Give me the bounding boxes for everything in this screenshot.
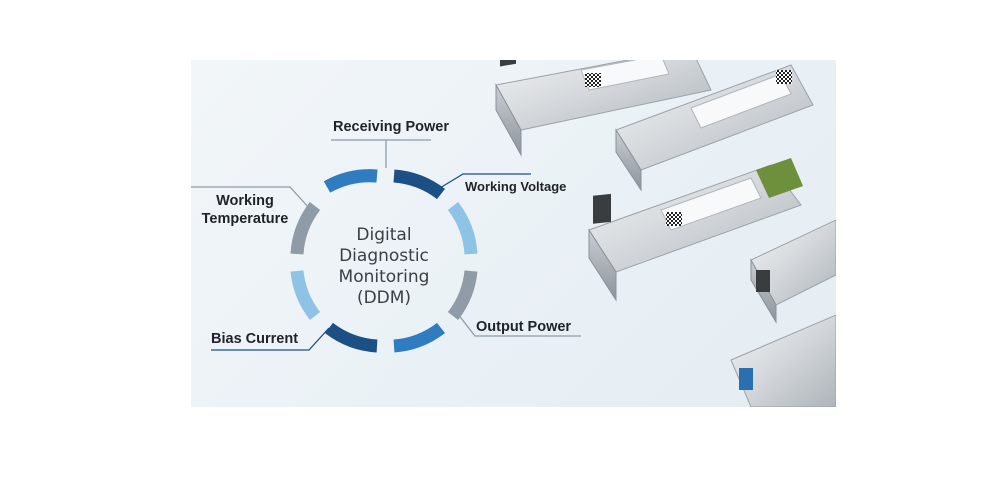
- leader-receiving-power: [331, 139, 431, 168]
- ddm-ring: [290, 169, 478, 353]
- ddm-diagram: Receiving Power Working Voltage Working …: [191, 60, 836, 407]
- ddm-infographic-panel: Receiving Power Working Voltage Working …: [191, 60, 836, 407]
- label-receiving-power: Receiving Power: [333, 119, 449, 135]
- center-title-line2: Diagnostic: [339, 246, 429, 266]
- leader-output-power: [453, 308, 581, 337]
- ring-segment-working-temperature: [290, 202, 321, 255]
- sfp-module-5: [730, 314, 836, 407]
- leader-bias-current: [211, 327, 330, 351]
- label-working-temperature-line1: Working: [216, 193, 274, 209]
- sfp-module-3: [588, 158, 803, 302]
- center-title-line3: Monitoring: [339, 267, 430, 287]
- sfp-module-2: [615, 64, 814, 192]
- sfp-module-1: [495, 60, 712, 157]
- sfp-module-4: [750, 219, 836, 324]
- leader-working-temperature: [191, 186, 311, 210]
- ring-segment-output-power: [447, 270, 478, 320]
- label-working-voltage: Working Voltage: [465, 179, 566, 194]
- label-bias-current: Bias Current: [211, 331, 298, 347]
- ring-segment-lower-right: [393, 322, 445, 353]
- ring-segment-lower-left: [290, 270, 321, 320]
- center-title: Digital Diagnostic Monitoring (DDM): [339, 225, 430, 308]
- label-output-power: Output Power: [476, 319, 571, 335]
- ring-segment-bias-current: [325, 322, 378, 353]
- ring-segment-working-voltage: [393, 169, 445, 200]
- leader-working-voltage: [434, 173, 531, 192]
- center-title-line1: Digital: [356, 225, 411, 245]
- ring-segment-receiving-power: [323, 169, 378, 193]
- ring-segment-upper-right: [447, 202, 478, 255]
- label-working-temperature-line2: Temperature: [202, 211, 289, 227]
- center-title-line4: (DDM): [357, 288, 411, 308]
